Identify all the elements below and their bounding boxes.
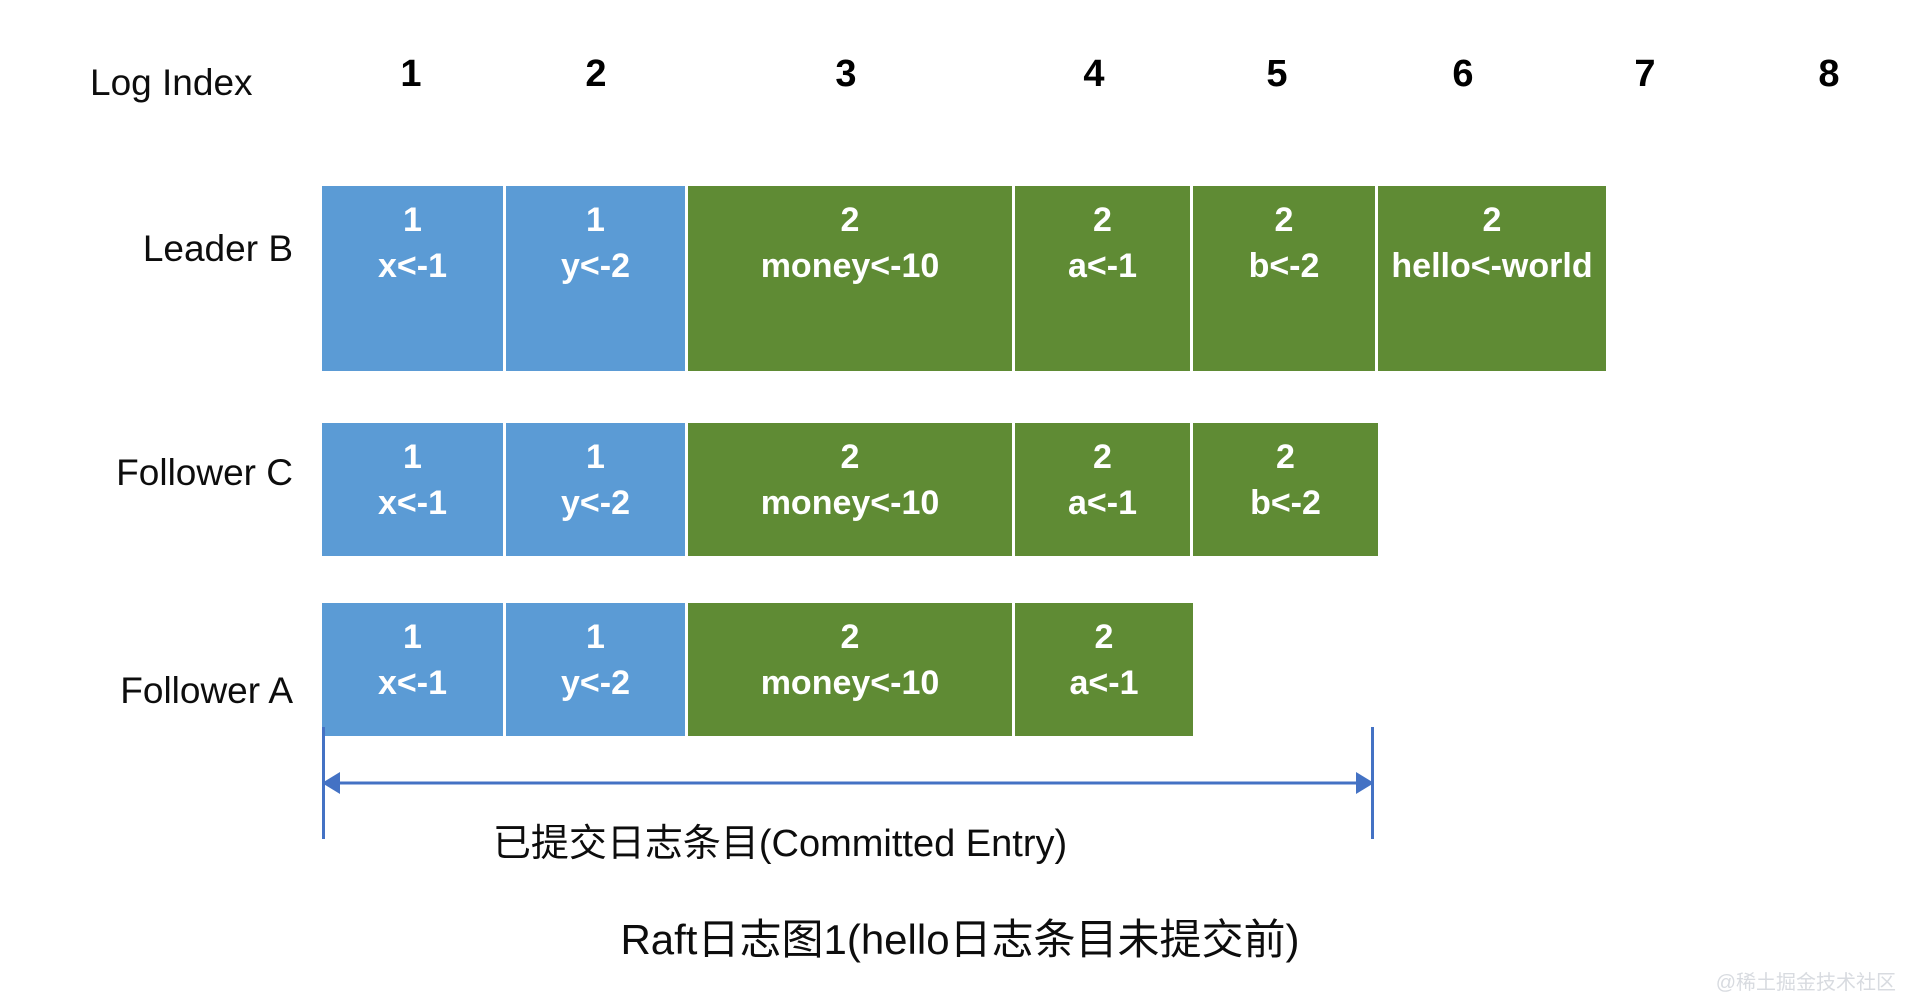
log-index-3: 3 [835,53,857,95]
entry-command: y<-2 [561,247,630,286]
entry-command: y<-2 [561,664,630,703]
log-entry-cell[interactable]: 2 a<-1 [1015,603,1193,736]
entry-term: 1 [586,438,605,476]
entry-command: hello<-world [1391,247,1593,286]
log-entry-cell[interactable]: 1 y<-2 [506,186,688,371]
log-index-8: 8 [1818,53,1840,95]
committed-entry-arrow [322,727,1374,839]
log-entry-cell[interactable]: 2 b<-2 [1193,186,1378,371]
log-entry-cell[interactable]: 1 x<-1 [322,186,506,371]
entry-command: x<-1 [378,247,447,286]
arrow-left-head-icon [322,772,340,794]
entry-term: 2 [1482,201,1502,239]
entry-term: 2 [1274,201,1294,239]
entry-term: 2 [1094,618,1114,656]
log-entry-cell[interactable]: 2 b<-2 [1193,423,1378,556]
log-entry-cell[interactable]: 2 money<-10 [688,423,1015,556]
entry-command: b<-2 [1248,247,1320,286]
log-row-follower-c: 1 x<-1 1 y<-2 2 money<-10 2 a<-1 2 b<-2 [322,423,1378,556]
entry-command: a<-1 [1068,484,1137,523]
entry-term: 1 [586,618,605,656]
log-row-leader-b: 1 x<-1 1 y<-2 2 money<-10 2 a<-1 2 b<-2 2 hello<-wo… [322,186,1606,371]
entry-term: 2 [1276,438,1295,476]
log-entry-cell[interactable]: 1 y<-2 [506,423,688,556]
log-index-6: 6 [1452,53,1474,95]
row-label-leader-b: Leader B [142,228,293,269]
figure-title: Raft日志图1(hello日志条目未提交前) [620,916,1300,963]
entry-command: a<-1 [1069,664,1139,703]
log-entry-cell[interactable]: 1 x<-1 [322,603,506,736]
log-row-follower-a: 1 x<-1 1 y<-2 2 money<-10 2 a<-1 [322,603,1193,736]
entry-command: money<-10 [760,664,940,703]
entry-command: y<-2 [561,484,630,523]
log-index-5: 5 [1266,53,1288,95]
watermark: @稀土掘金技术社区 [1715,972,1896,994]
log-entry-cell[interactable]: 1 y<-2 [506,603,688,736]
arrow-line [336,781,1360,785]
entry-command: b<-2 [1250,484,1321,523]
arrow-right-head-icon [1356,772,1374,794]
entry-term: 1 [403,618,422,656]
entry-command: x<-1 [378,484,447,523]
log-entry-cell[interactable]: 2 hello<-world [1378,186,1606,371]
entry-term: 2 [840,438,860,476]
log-entry-cell[interactable]: 2 money<-10 [688,186,1015,371]
entry-command: money<-10 [760,247,940,286]
log-entry-cell[interactable]: 1 x<-1 [322,423,506,556]
entry-term: 1 [403,438,422,476]
log-index-4: 4 [1083,53,1105,95]
log-index-1: 1 [400,53,422,95]
entry-term: 2 [1093,438,1112,476]
entry-term: 2 [840,618,860,656]
entry-term: 1 [586,201,605,239]
log-entry-cell[interactable]: 2 money<-10 [688,603,1015,736]
committed-entry-caption: 已提交日志条目(Committed Entry) [492,823,1068,865]
entry-term: 2 [1093,201,1112,239]
entry-command: money<-10 [760,484,940,523]
row-label-follower-c: Follower C [116,452,293,493]
log-index-2: 2 [585,53,607,95]
entry-term: 2 [840,201,860,239]
log-entry-cell[interactable]: 2 a<-1 [1015,186,1193,371]
row-label-follower-a: Follower A [120,670,293,711]
entry-command: x<-1 [378,664,447,703]
entry-term: 1 [403,201,422,239]
log-entry-cell[interactable]: 2 a<-1 [1015,423,1193,556]
log-index-7: 7 [1634,53,1656,95]
entry-command: a<-1 [1068,247,1137,286]
log-index-label: Log Index [90,62,253,103]
